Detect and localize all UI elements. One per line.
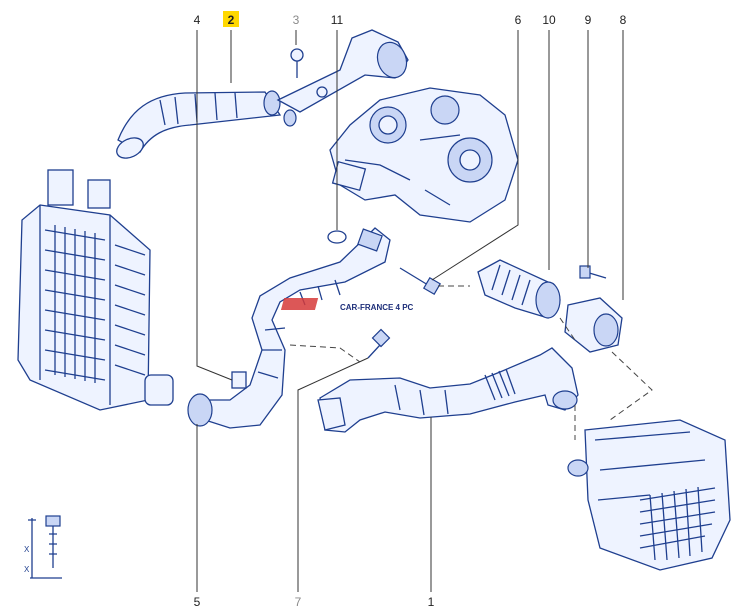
callout-9[interactable]: 9	[585, 13, 592, 27]
callout-2[interactable]: 2	[228, 13, 235, 27]
legend-mark-x2: X	[24, 565, 30, 574]
bolt-6	[399, 267, 442, 296]
turbocharger	[329, 87, 519, 223]
air-inlet-duct	[317, 347, 579, 433]
bolt-legend: X X	[24, 515, 62, 579]
callout-11[interactable]: 11	[331, 13, 344, 27]
bolt-9	[579, 265, 607, 279]
callout-6[interactable]: 6	[515, 13, 522, 27]
callout-3[interactable]: 3	[293, 13, 300, 27]
callout-1[interactable]: 1	[428, 595, 435, 609]
intercooler	[17, 169, 174, 411]
o-ring	[327, 230, 347, 244]
callout-4[interactable]: 4	[194, 13, 201, 27]
watermark-logo: CAR-FRANCE 4 PC	[280, 298, 414, 312]
callout-8[interactable]: 8	[620, 13, 627, 27]
callout-2-highlight	[223, 11, 239, 27]
filter-grid	[639, 486, 716, 561]
callout-10[interactable]: 10	[542, 13, 556, 27]
legend-mark-x1: X	[24, 545, 30, 554]
upper-intake-hose	[116, 90, 297, 159]
turbo-outlet-pipe	[276, 29, 409, 113]
flexible-sleeve	[477, 259, 561, 319]
bolt-7	[367, 328, 391, 359]
callout-7[interactable]: 7	[295, 595, 302, 609]
callout-5[interactable]: 5	[194, 595, 201, 609]
adapter-flange	[564, 297, 623, 353]
watermark-text: CAR-FRANCE 4 PC	[340, 303, 414, 312]
intercooler-core	[44, 225, 146, 383]
air-filter-housing	[567, 419, 731, 571]
lower-intake-hose	[187, 227, 391, 429]
